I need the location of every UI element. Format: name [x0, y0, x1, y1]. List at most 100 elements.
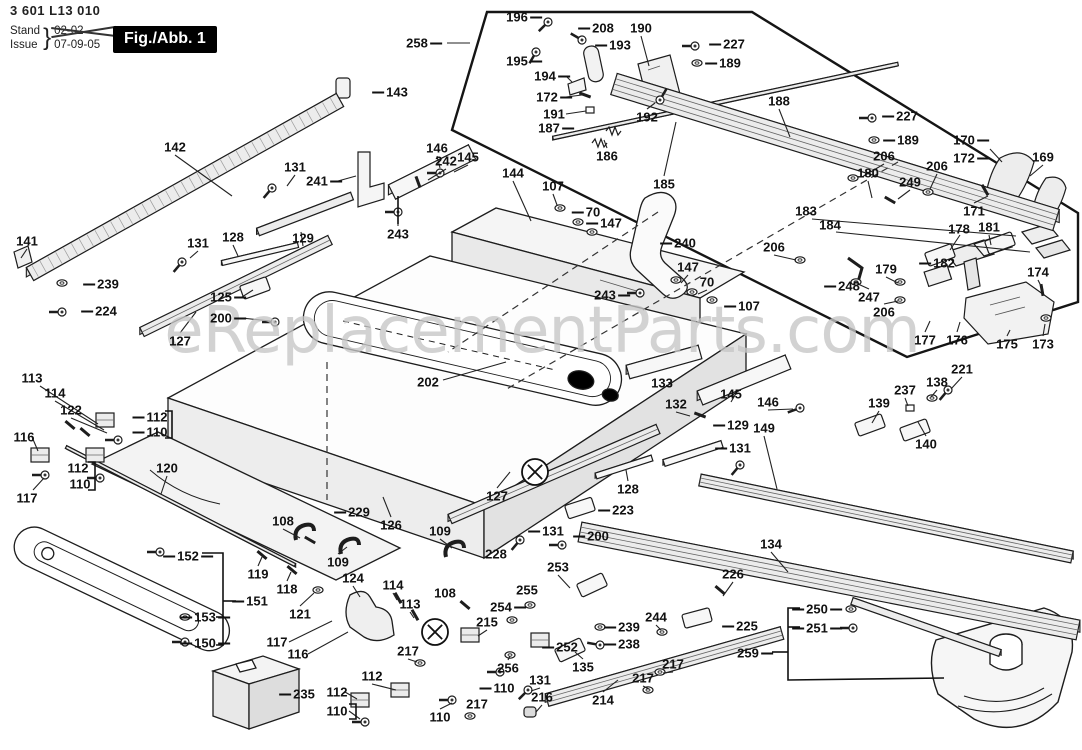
part-number: 128 — [617, 481, 639, 497]
part-number: 110 — [326, 703, 348, 719]
part-label-128: 128 — [617, 483, 639, 496]
part-label-248: 248 — [824, 280, 860, 293]
part-label-109: 109 — [429, 525, 451, 538]
part-glyph-wa — [524, 601, 536, 609]
leader-dash — [586, 222, 599, 224]
part-glyph-pl — [924, 243, 956, 267]
part-label-200: 200 — [210, 312, 246, 325]
part-number: 215 — [476, 614, 498, 630]
part-number: 129 — [292, 230, 314, 246]
part-glyph-sc — [262, 317, 280, 327]
part-number: 175 — [996, 336, 1018, 352]
leader-lines-layer — [20, 35, 1046, 720]
block-175 — [963, 281, 1055, 345]
part-label-225: 225 — [722, 620, 758, 633]
part-glyph-wa — [586, 228, 598, 236]
part-label-193: 193 — [595, 39, 631, 52]
part-glyph-pi — [414, 175, 422, 189]
part-label-147: 147 — [586, 217, 622, 230]
part-glyph-pl — [854, 413, 886, 437]
part-label-127: 127 — [486, 490, 508, 503]
part-number: 107 — [738, 298, 760, 314]
part-label-185: 185 — [653, 178, 675, 191]
part-number: 138 — [926, 374, 948, 390]
part-number: 177 — [914, 332, 936, 348]
part-number: 249 — [899, 174, 921, 190]
part-label-240: 240 — [660, 237, 696, 250]
part-glyph-sc — [439, 695, 457, 705]
part-label-169: 169 — [1032, 151, 1054, 164]
part-label-108: 108 — [272, 515, 294, 528]
part-number: 200 — [210, 310, 232, 326]
part-glyph-sc — [627, 288, 645, 298]
part-number: 171 — [963, 203, 985, 219]
part-label-133: 133 — [651, 377, 673, 390]
part-number: 224 — [95, 303, 117, 319]
part-number: 191 — [543, 106, 565, 122]
part-label-125: 125 — [210, 291, 246, 304]
leader-dash — [824, 285, 837, 287]
part-label-129: 129 — [292, 232, 314, 245]
part-label-126: 126 — [380, 519, 402, 532]
part-number: 188 — [768, 93, 790, 109]
part-number: 118 — [276, 581, 298, 597]
part-glyph-pi — [578, 91, 592, 99]
part-number: 179 — [875, 261, 897, 277]
leader-dash — [882, 115, 895, 117]
leader-dash — [617, 294, 630, 296]
part-number: 153 — [194, 609, 216, 625]
part-number: 221 — [951, 361, 973, 377]
part-glyph-wa — [850, 278, 862, 286]
part-number: 255 — [516, 582, 538, 598]
revision-block: Stand Issue } 02-02 07-09-05 — [10, 24, 100, 53]
stand-label: Stand — [10, 24, 41, 37]
part-label-121: 121 — [289, 608, 311, 621]
part-glyph-sc — [262, 183, 277, 199]
part-glyph-pi — [304, 535, 316, 545]
part-glyph-sc — [537, 17, 553, 33]
part-number: 139 — [868, 395, 890, 411]
leader-dash — [715, 447, 728, 449]
part-number: 189 — [897, 132, 919, 148]
part-label-192: 192 — [636, 111, 658, 124]
part-label-179: 179 — [875, 263, 897, 276]
leader-dash — [217, 642, 230, 644]
leader-dash — [561, 127, 574, 129]
part-label-206: 206 — [763, 241, 785, 254]
part-number: 192 — [636, 109, 658, 125]
part-glyph-wa — [594, 623, 606, 631]
part-glyph-wa — [656, 628, 668, 636]
part-label-110: 110 — [430, 711, 451, 724]
part-number: 109 — [327, 554, 349, 570]
part-label-170: 170 — [953, 134, 989, 147]
part-number: 259 — [737, 645, 759, 661]
leader-dash — [81, 310, 94, 312]
part-number: 186 — [596, 148, 618, 164]
part-label-253: 253 — [547, 561, 569, 574]
part-number: 131 — [729, 440, 751, 456]
part-number: 258 — [406, 35, 428, 51]
part-number: 114 — [44, 385, 66, 401]
part-label-239: 239 — [604, 621, 640, 634]
part-label-152: 152 — [163, 550, 213, 563]
part-number: 254 — [490, 599, 512, 615]
part-number: 217 — [662, 656, 684, 672]
part-glyph-wa — [670, 276, 682, 284]
part-number: 227 — [896, 108, 918, 124]
part-glyph-wa — [654, 668, 666, 676]
part-glyph-wa — [312, 586, 324, 594]
leader-dash — [217, 616, 230, 618]
part-label-189: 189 — [883, 134, 919, 147]
leader-dash — [479, 687, 492, 689]
part-number: 170 — [953, 132, 975, 148]
part-number: 70 — [699, 274, 715, 290]
part-number: 146 — [757, 394, 779, 410]
part-label-255: 255 — [516, 584, 538, 597]
part-label-145: 145 — [457, 151, 479, 164]
part-number: 206 — [763, 239, 785, 255]
part-number: 121 — [289, 606, 311, 622]
part-number: 216 — [531, 689, 553, 705]
part-number: 142 — [164, 139, 186, 155]
part-number: 208 — [592, 20, 614, 36]
